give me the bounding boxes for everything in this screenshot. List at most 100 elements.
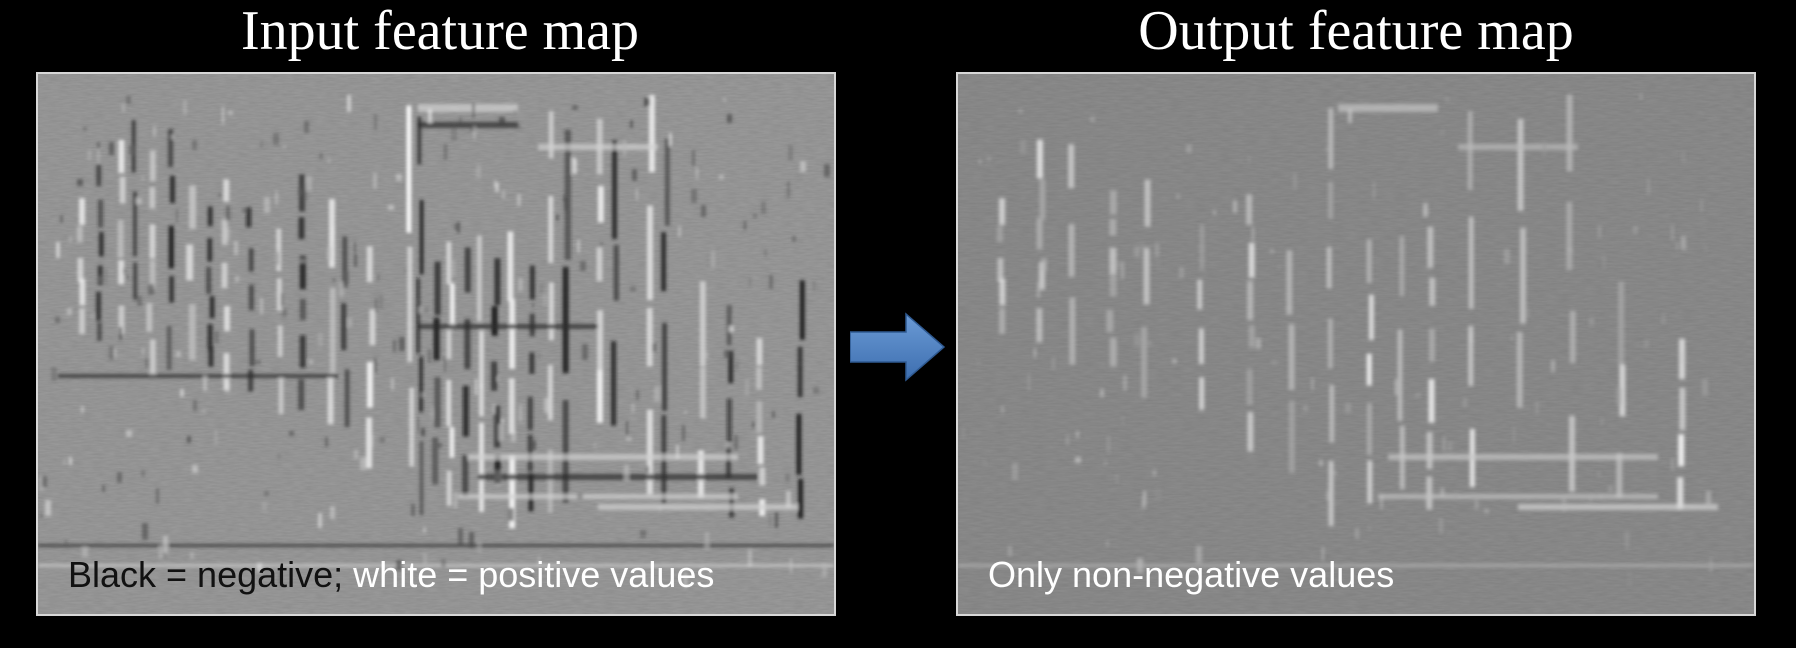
edge-speckle [333, 278, 335, 282]
edge-speckle [543, 293, 547, 306]
edge-stroke [366, 361, 373, 408]
edge-stroke [547, 364, 553, 421]
edge-stroke [1144, 179, 1151, 227]
edge-speckle [148, 284, 154, 295]
edge-stroke [38, 544, 834, 547]
edge-stroke [366, 246, 373, 283]
edge-speckle [202, 409, 206, 413]
edge-speckle [513, 110, 517, 114]
edge-speckle [1155, 243, 1159, 257]
edge-stroke [999, 278, 1006, 306]
edge-speckle [1448, 442, 1452, 451]
edge-speckle [644, 98, 650, 106]
edge-speckle [1196, 546, 1202, 563]
edge-stroke [1036, 218, 1043, 250]
edge-stroke [1246, 368, 1253, 406]
edge-stroke [1143, 247, 1150, 305]
edge-speckle [473, 126, 476, 139]
edge-speckle [1107, 436, 1110, 453]
edge-speckle [511, 430, 516, 442]
edge-speckle [153, 126, 156, 137]
edge-stroke [1199, 377, 1205, 411]
edge-speckle [682, 425, 685, 441]
edge-speckle [203, 375, 207, 391]
edge-speckle [684, 410, 687, 414]
edge-stroke [562, 399, 569, 503]
edge-stroke [98, 199, 104, 228]
edge-speckle [457, 222, 460, 233]
edge-speckle [724, 350, 730, 358]
edge-speckle [1134, 334, 1140, 346]
edge-speckle [652, 343, 656, 352]
edge-speckle [453, 260, 455, 276]
edge-speckle [222, 107, 224, 124]
edge-speckle [1326, 491, 1332, 501]
edge-speckle [1104, 461, 1107, 465]
edge-stroke [999, 198, 1006, 225]
edge-stroke [299, 298, 306, 321]
edge-speckle [654, 386, 660, 402]
edge-speckle [1681, 236, 1686, 250]
edge-speckle [640, 530, 646, 538]
input-feature-map: Black = negative; white = positive value… [36, 72, 836, 616]
edge-stroke [662, 322, 668, 411]
edge-stroke [1366, 353, 1372, 386]
edge-stroke [1367, 460, 1373, 504]
edge-speckle [1628, 572, 1631, 586]
edge-stroke [1569, 415, 1576, 492]
edge-speckle [540, 284, 543, 293]
edge-speckle [1028, 374, 1030, 391]
edge-stroke [96, 291, 102, 322]
input-feature-map-title: Input feature map [240, 0, 640, 62]
edge-stroke [207, 324, 213, 351]
edge-speckle [787, 181, 790, 198]
edge-speckle [824, 164, 830, 177]
edge-speckle [257, 563, 262, 572]
edge-speckle [730, 305, 732, 315]
edge-stroke [726, 305, 732, 346]
edge-speckle [42, 476, 47, 487]
edge-speckle [441, 559, 446, 567]
edge-stroke [1109, 337, 1117, 367]
edge-speckle [159, 545, 162, 559]
edge-speckle [1248, 157, 1250, 163]
edge-speckle [417, 300, 421, 304]
edge-speckle [790, 558, 792, 573]
edge-stroke [1426, 431, 1433, 470]
edge-speckle [171, 135, 174, 139]
edge-stroke [186, 244, 194, 281]
edge-stroke [419, 200, 424, 275]
edge-speckle [1322, 547, 1324, 561]
edge-stroke [1366, 239, 1372, 284]
edge-stroke [462, 455, 469, 497]
edge-speckle [1001, 406, 1004, 413]
edge-speckle [493, 404, 495, 414]
edge-speckle [727, 114, 732, 123]
edge-stroke [494, 405, 501, 448]
edge-speckle [532, 303, 534, 308]
edge-speckle [88, 150, 91, 160]
edge-stroke [341, 303, 347, 351]
edge-speckle [1345, 403, 1351, 413]
edge-speckle [136, 198, 142, 204]
edge-speckle [97, 142, 100, 149]
edge-stroke [276, 228, 282, 272]
edge-speckle [325, 437, 328, 447]
edge-speckle [1142, 498, 1145, 509]
edge-speckle [623, 140, 626, 156]
edge-speckle [734, 435, 738, 450]
edge-speckle [1134, 246, 1140, 257]
edge-stroke [1468, 325, 1474, 387]
edge-speckle [1597, 472, 1601, 476]
input-caption-negative: Black = negative; [68, 554, 344, 595]
edge-stroke [446, 379, 452, 427]
edge-speckle [1293, 173, 1297, 189]
edge-stroke [1679, 387, 1686, 431]
edge-speckle [705, 352, 709, 358]
edge-speckle [451, 127, 457, 141]
edge-speckle [725, 443, 730, 449]
edge-speckle [1608, 486, 1613, 492]
edge-stroke [527, 396, 533, 431]
edge-speckle [187, 436, 191, 443]
edge-speckle [421, 428, 425, 436]
